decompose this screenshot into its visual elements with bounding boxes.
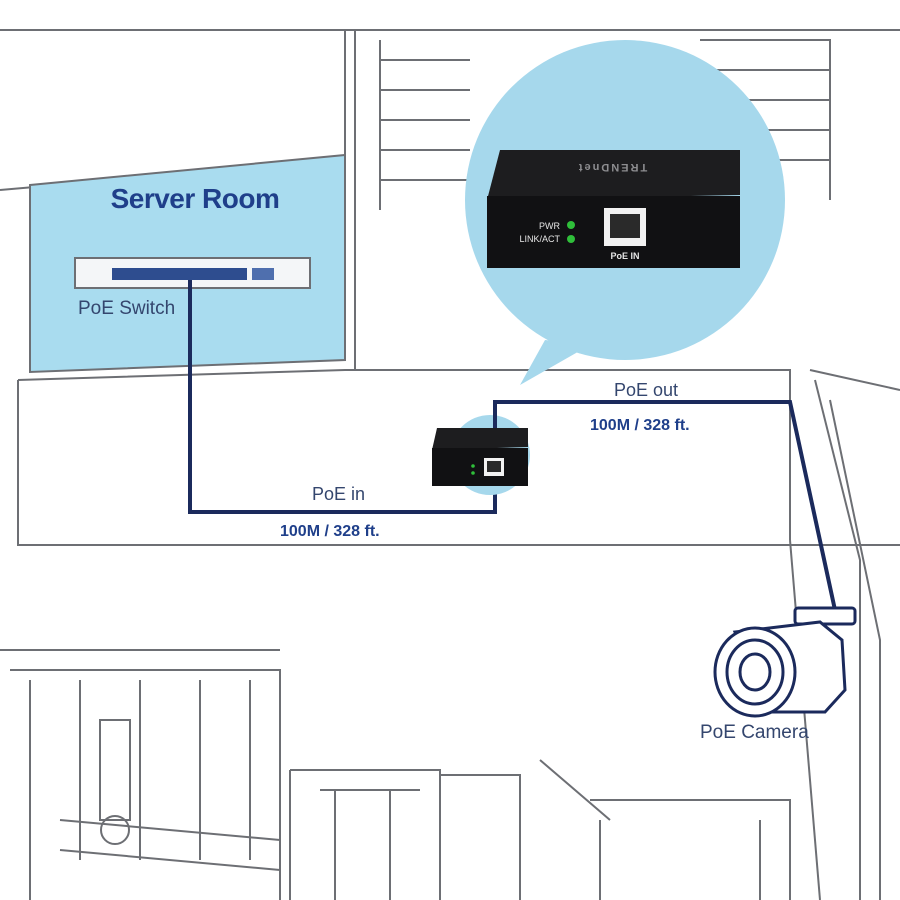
poe-out-label: PoE out — [614, 380, 678, 400]
port-label: PoE IN — [610, 251, 639, 261]
poe-extender-small — [432, 428, 528, 486]
pwr-led-icon — [567, 221, 575, 229]
link-led-icon — [567, 235, 575, 243]
poe-in-distance: 100M / 328 ft. — [280, 523, 380, 540]
server-room-label: Server Room — [111, 183, 280, 214]
poe-in-label: PoE in — [312, 484, 365, 504]
building-outline — [0, 29, 900, 900]
poe-camera-icon — [713, 606, 857, 718]
pwr-led-label: PWR — [539, 221, 560, 231]
poe-camera-label: PoE Camera — [700, 722, 809, 743]
poe-switch — [74, 257, 311, 289]
brand-logo: TRENDnet — [577, 161, 647, 173]
poe-out-distance: 100M / 328 ft. — [590, 417, 690, 434]
poe-switch-label: PoE Switch — [78, 298, 175, 319]
poe-out-cable — [493, 400, 837, 611]
link-led-label: LINK/ACT — [519, 234, 560, 244]
poe-extender-enlarged: TRENDnet PWR LINK/ACT PoE IN — [487, 150, 740, 268]
